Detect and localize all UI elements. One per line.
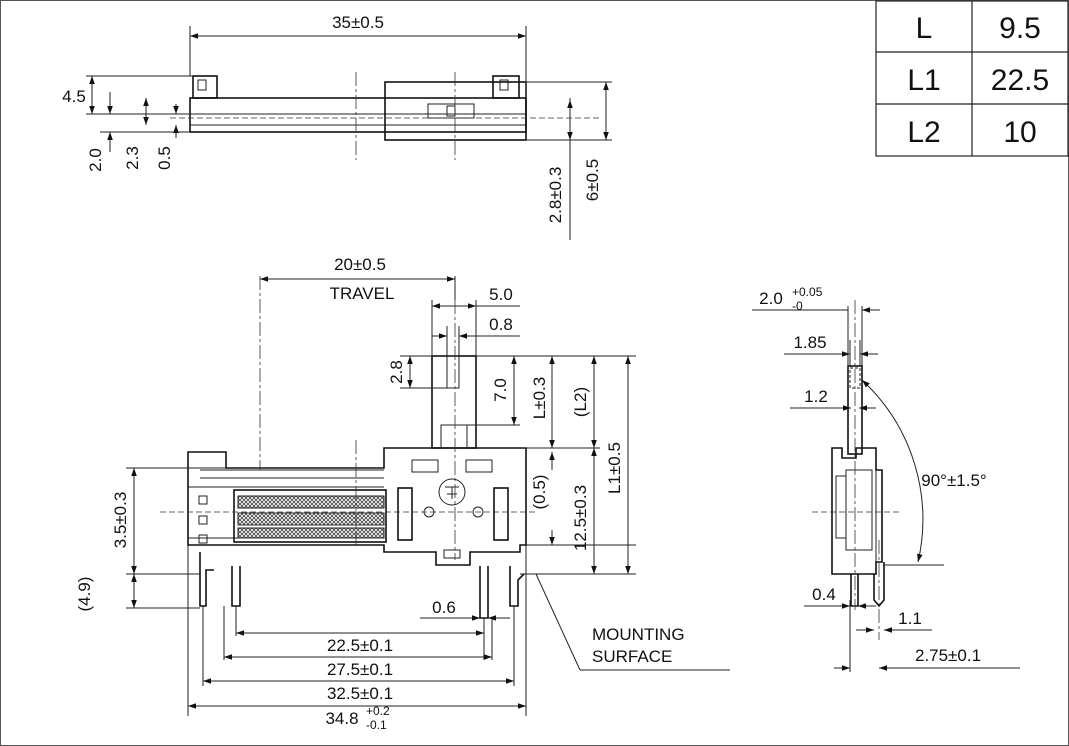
- dim-1-85: 1.85: [793, 333, 826, 352]
- table-key-l2: L2: [907, 116, 940, 149]
- dim-L: L±0.3: [530, 377, 549, 419]
- dim-pitch-34-8-sub: -0.1: [366, 718, 387, 732]
- dim-knob-w: 2.0: [759, 289, 783, 308]
- dim-pitch-22-5: 22.5±0.1: [327, 636, 393, 655]
- dim-height-4-5: 4.5: [62, 87, 86, 106]
- dim-pin-0-6: 0.6: [432, 598, 456, 617]
- table-key-l1: L1: [907, 64, 940, 97]
- dim-0-4: 0.4: [812, 585, 836, 604]
- table-value-l: 9.5: [999, 12, 1041, 45]
- dim-L2: (L2): [571, 387, 590, 417]
- front-view: 20±0.5 TRAVEL 5.0 0.8 2.8 7.0 L±0.3 (L2)…: [75, 255, 730, 732]
- dim-2-0: 2.0: [86, 148, 105, 172]
- table-value-l2: 10: [1003, 116, 1036, 149]
- top-view: 35±0.5 4.5 2.0 2.3 0.5 2.8±0.3 6±0.5: [62, 13, 612, 240]
- dim-12-5: 12.5±0.3: [571, 485, 590, 551]
- dim-knob-w-sup: +0.05: [792, 285, 823, 299]
- dim-2-3: 2.3: [123, 146, 142, 170]
- dim-6: 6±0.5: [583, 159, 602, 201]
- dim-knob-top: 2.8: [387, 360, 406, 384]
- dim-knob-width: 5.0: [489, 285, 513, 304]
- travel-label: TRAVEL: [330, 284, 395, 303]
- dim-overall-length: 35±0.5: [332, 13, 384, 32]
- dim-knob-slot: 0.8: [489, 315, 513, 334]
- dim-3-5: 3.5±0.3: [111, 492, 130, 549]
- side-view: 2.0 +0.05 -0 1.85 1.2 90°±1.5° 0.4 1.1 2…: [752, 285, 1020, 672]
- dim-0-5-top: 0.5: [155, 146, 174, 170]
- dim-pitch-32-5: 32.5±0.1: [327, 684, 393, 703]
- dim-1-1: 1.1: [898, 609, 922, 628]
- table-value-l1: 22.5: [991, 64, 1049, 97]
- dim-knob-w-sub: -0: [792, 299, 803, 313]
- dim-4-9: (4.9): [75, 577, 94, 612]
- dim-L1: L1±0.5: [605, 442, 624, 494]
- dim-angle: 90°±1.5°: [921, 471, 986, 490]
- dim-2-8: 2.8±0.3: [546, 167, 565, 224]
- dim-2-75: 2.75±0.1: [915, 646, 981, 665]
- mounting-label-line2: SURFACE: [592, 647, 672, 666]
- dim-0-5-paren: (0.5): [530, 475, 549, 510]
- mounting-label-line1: MOUNTING: [592, 625, 685, 644]
- parameter-table: L 9.5 L1 22.5 L2 10: [875, 0, 1069, 157]
- dim-travel: 20±0.5: [334, 255, 386, 274]
- dim-pitch-34-8-sup: +0.2: [366, 704, 390, 718]
- dim-pitch-34-8: 34.8: [325, 709, 358, 728]
- dim-knob-height: 7.0: [491, 378, 510, 402]
- dim-1-2: 1.2: [804, 387, 828, 406]
- dim-pitch-27-5: 27.5±0.1: [327, 660, 393, 679]
- table-key-l: L: [916, 12, 933, 45]
